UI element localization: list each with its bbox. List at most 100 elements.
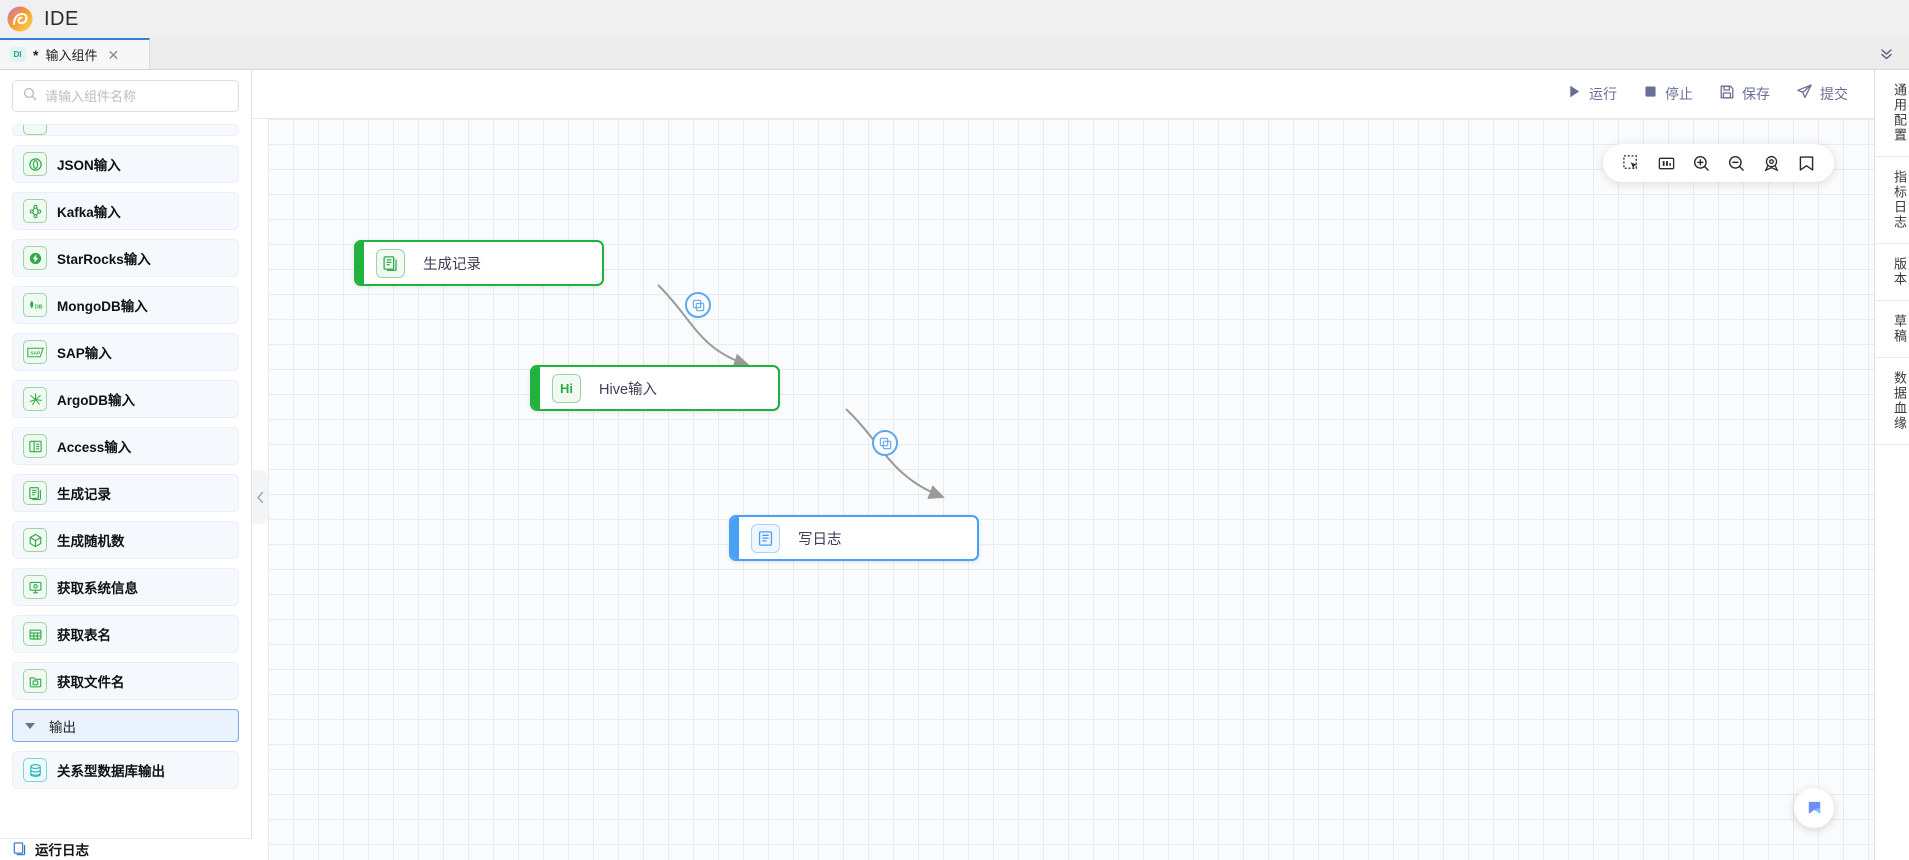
list-item-label: StarRocks输入 bbox=[57, 252, 151, 267]
list-item-kafka-input[interactable]: Kafka输入 bbox=[12, 192, 239, 230]
run-label: 运行 bbox=[1589, 86, 1617, 102]
list-item-json-input[interactable]: JSON输入 bbox=[12, 145, 239, 183]
save-label: 保存 bbox=[1742, 86, 1770, 102]
search-box[interactable] bbox=[12, 80, 239, 112]
write-log-icon bbox=[751, 523, 780, 553]
flow-node-hive-input[interactable]: Hi Hive输入 bbox=[530, 365, 780, 411]
fit-view-icon[interactable] bbox=[1655, 152, 1677, 174]
list-item-label: Kafka输入 bbox=[57, 205, 121, 220]
node-label: Hive输入 bbox=[599, 381, 658, 398]
zoom-in-icon[interactable] bbox=[1690, 152, 1712, 174]
list-item-table-name[interactable]: 获取表名 bbox=[12, 615, 239, 653]
close-icon[interactable]: ✕ bbox=[107, 46, 120, 63]
generate-record-icon bbox=[23, 481, 47, 505]
save-icon bbox=[1719, 84, 1735, 105]
list-item-system-info[interactable]: 获取系统信息 bbox=[12, 568, 239, 606]
list-item-argodb-input[interactable]: ArgoDB输入 bbox=[12, 380, 239, 418]
node-accent-bar bbox=[532, 367, 540, 409]
list-item-sap-input[interactable]: SAP SAP输入 bbox=[12, 333, 239, 371]
rail-tab-version[interactable]: 版本 bbox=[1875, 244, 1909, 301]
stop-button[interactable]: 停止 bbox=[1643, 84, 1693, 104]
node-label: 生成记录 bbox=[423, 256, 481, 273]
edge-layer bbox=[657, 284, 945, 499]
edge-badge-copy-1[interactable] bbox=[685, 292, 711, 318]
list-item-label: 获取系统信息 bbox=[57, 581, 138, 596]
title-bar: IDE bbox=[0, 0, 1909, 38]
node-label: 写日志 bbox=[798, 531, 842, 548]
run-log-icon bbox=[12, 841, 27, 860]
database-icon bbox=[23, 758, 47, 782]
starrocks-icon bbox=[23, 246, 47, 270]
run-button[interactable]: 运行 bbox=[1567, 84, 1617, 104]
flow-canvas[interactable]: 生成记录 Hi Hive输入 写日志 bbox=[268, 119, 1874, 860]
random-number-icon bbox=[23, 528, 47, 552]
search-icon bbox=[23, 87, 37, 106]
tab-label: 输入组件 bbox=[45, 48, 98, 63]
list-item-label: ArgoDB输入 bbox=[57, 393, 135, 408]
sidebar-collapse-handle[interactable] bbox=[252, 470, 268, 524]
tab-input-component[interactable]: DI * 输入组件 ✕ bbox=[0, 38, 150, 69]
list-item-mongodb-input[interactable]: DB MongoDB输入 bbox=[12, 286, 239, 324]
file-name-icon bbox=[23, 669, 47, 693]
hive-icon-text: Hi bbox=[560, 380, 573, 396]
tab-dirty-indicator: * bbox=[33, 46, 39, 63]
sidebar-group-label: 输出 bbox=[49, 719, 76, 735]
submit-icon bbox=[1796, 83, 1813, 105]
search-input[interactable] bbox=[45, 88, 228, 104]
list-item-label: 生成随机数 bbox=[57, 534, 125, 549]
mongodb-icon: DB bbox=[23, 293, 47, 317]
edge-2 bbox=[845, 408, 945, 499]
list-item-label: JSON输入 bbox=[57, 158, 121, 173]
partial-item-icon bbox=[23, 125, 47, 135]
flow-node-write-log[interactable]: 写日志 bbox=[729, 515, 979, 561]
svg-text:SAP: SAP bbox=[30, 350, 40, 356]
bookmark-icon[interactable] bbox=[1795, 152, 1817, 174]
list-item-relational-db-output[interactable]: 关系型数据库输出 bbox=[12, 751, 239, 789]
list-item[interactable] bbox=[12, 124, 239, 136]
tab-bar: DI * 输入组件 ✕ bbox=[0, 38, 1909, 70]
tab-type-badge: DI bbox=[9, 47, 26, 62]
stop-icon bbox=[1643, 84, 1658, 104]
rail-tab-general-config[interactable]: 通用配置 bbox=[1875, 70, 1909, 157]
hive-icon: Hi bbox=[552, 373, 581, 403]
locate-icon[interactable] bbox=[1760, 152, 1782, 174]
canvas-toolbar bbox=[1603, 144, 1834, 182]
component-list[interactable]: JSON输入 Kafka输入 StarRoc bbox=[0, 124, 251, 860]
rail-tab-data-lineage[interactable]: 数据血缘 bbox=[1875, 358, 1909, 445]
rail-tab-metrics-log[interactable]: 指标日志 bbox=[1875, 157, 1909, 244]
list-item-label: Access输入 bbox=[57, 440, 132, 455]
list-item-label: 生成记录 bbox=[57, 487, 111, 502]
flow-node-generate-record[interactable]: 生成记录 bbox=[354, 240, 604, 286]
list-item-generate-record[interactable]: 生成记录 bbox=[12, 474, 239, 512]
sap-icon: SAP bbox=[23, 340, 47, 364]
marquee-select-icon[interactable] bbox=[1620, 152, 1642, 174]
json-icon bbox=[23, 152, 47, 176]
submit-button[interactable]: 提交 bbox=[1796, 83, 1848, 105]
save-button[interactable]: 保存 bbox=[1719, 84, 1770, 105]
node-accent-bar bbox=[356, 242, 364, 284]
component-sidebar: JSON输入 Kafka输入 StarRoc bbox=[0, 70, 252, 860]
bookmark-flag-button[interactable] bbox=[1794, 788, 1834, 828]
submit-label: 提交 bbox=[1820, 86, 1848, 102]
sidebar-bottom-label: 运行日志 bbox=[35, 843, 89, 858]
app-title: IDE bbox=[44, 7, 79, 30]
list-item-label: 获取文件名 bbox=[57, 675, 125, 690]
spiral-logo-icon bbox=[6, 5, 34, 33]
chevron-double-down-icon[interactable] bbox=[1863, 38, 1909, 69]
sidebar-group-output[interactable]: 输出 bbox=[12, 709, 239, 742]
svg-text:DB: DB bbox=[35, 304, 43, 310]
node-accent-bar bbox=[731, 517, 739, 559]
rail-tab-draft[interactable]: 草稿 bbox=[1875, 301, 1909, 358]
list-item-starrocks-input[interactable]: StarRocks输入 bbox=[12, 239, 239, 277]
list-item-access-input[interactable]: Access输入 bbox=[12, 427, 239, 465]
kafka-icon bbox=[23, 199, 47, 223]
list-item-random-number[interactable]: 生成随机数 bbox=[12, 521, 239, 559]
sidebar-bottom-item[interactable]: 运行日志 bbox=[0, 838, 252, 860]
play-icon bbox=[1567, 84, 1582, 104]
edge-badge-copy-2[interactable] bbox=[872, 430, 898, 456]
bookmark-flag-icon bbox=[1808, 801, 1820, 814]
list-item-file-name[interactable]: 获取文件名 bbox=[12, 662, 239, 700]
zoom-out-icon[interactable] bbox=[1725, 152, 1747, 174]
access-icon bbox=[23, 434, 47, 458]
